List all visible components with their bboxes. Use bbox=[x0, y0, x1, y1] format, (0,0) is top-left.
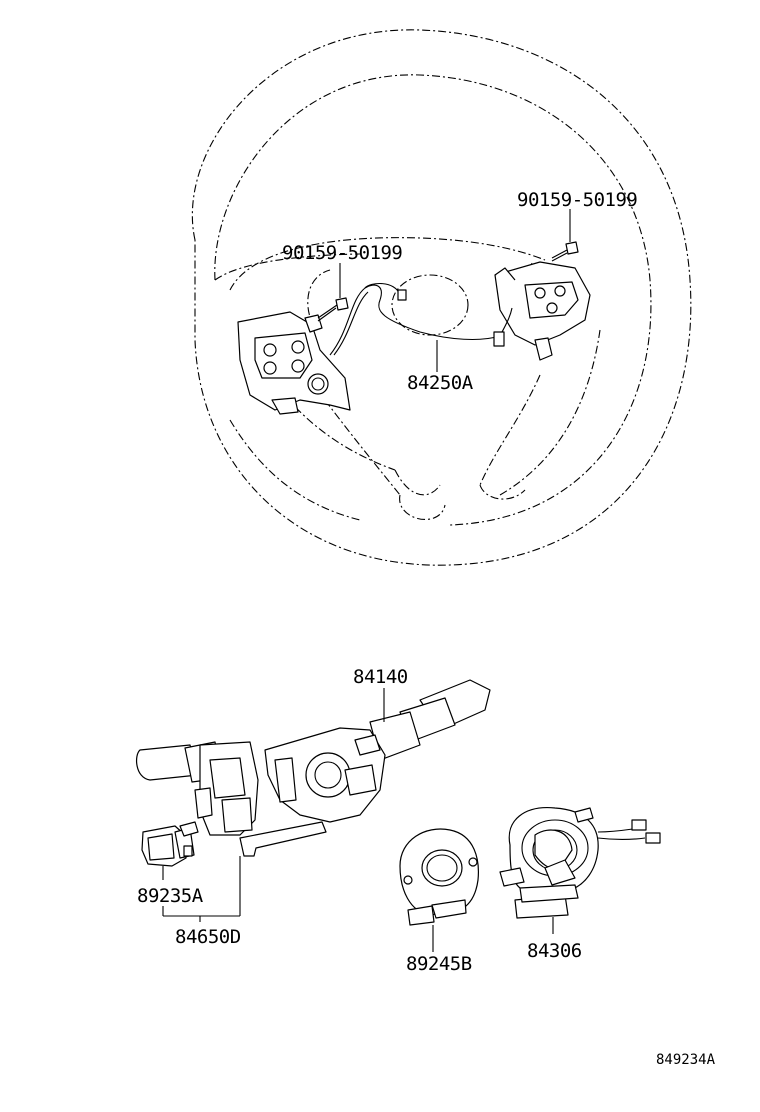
label-steering-sensor: 89245B bbox=[406, 953, 472, 975]
steering-wheel bbox=[191, 29, 692, 566]
label-wire-harness: 84250A bbox=[407, 372, 474, 394]
left-steering-switch bbox=[237, 311, 351, 415]
label-combination-switch: 84140 bbox=[353, 666, 408, 688]
right-steering-switch bbox=[494, 261, 591, 361]
spiral-cable bbox=[499, 807, 661, 919]
label-switch-assembly: 84650D bbox=[175, 926, 241, 948]
sensor-part bbox=[141, 821, 199, 867]
screw-left bbox=[317, 297, 349, 322]
screw-right bbox=[551, 241, 579, 262]
label-screw-right: 90159-50199 bbox=[517, 189, 637, 211]
reference-code: 849234A bbox=[656, 1052, 716, 1068]
switch-assembly-leader bbox=[162, 856, 241, 922]
label-spiral-cable: 84306 bbox=[527, 940, 582, 962]
label-sensor: 89235A bbox=[137, 885, 204, 907]
steering-sensor bbox=[399, 828, 479, 926]
wire-harness bbox=[329, 283, 513, 356]
combination-switch bbox=[135, 679, 491, 857]
label-screw-left: 90159-50199 bbox=[282, 242, 402, 264]
